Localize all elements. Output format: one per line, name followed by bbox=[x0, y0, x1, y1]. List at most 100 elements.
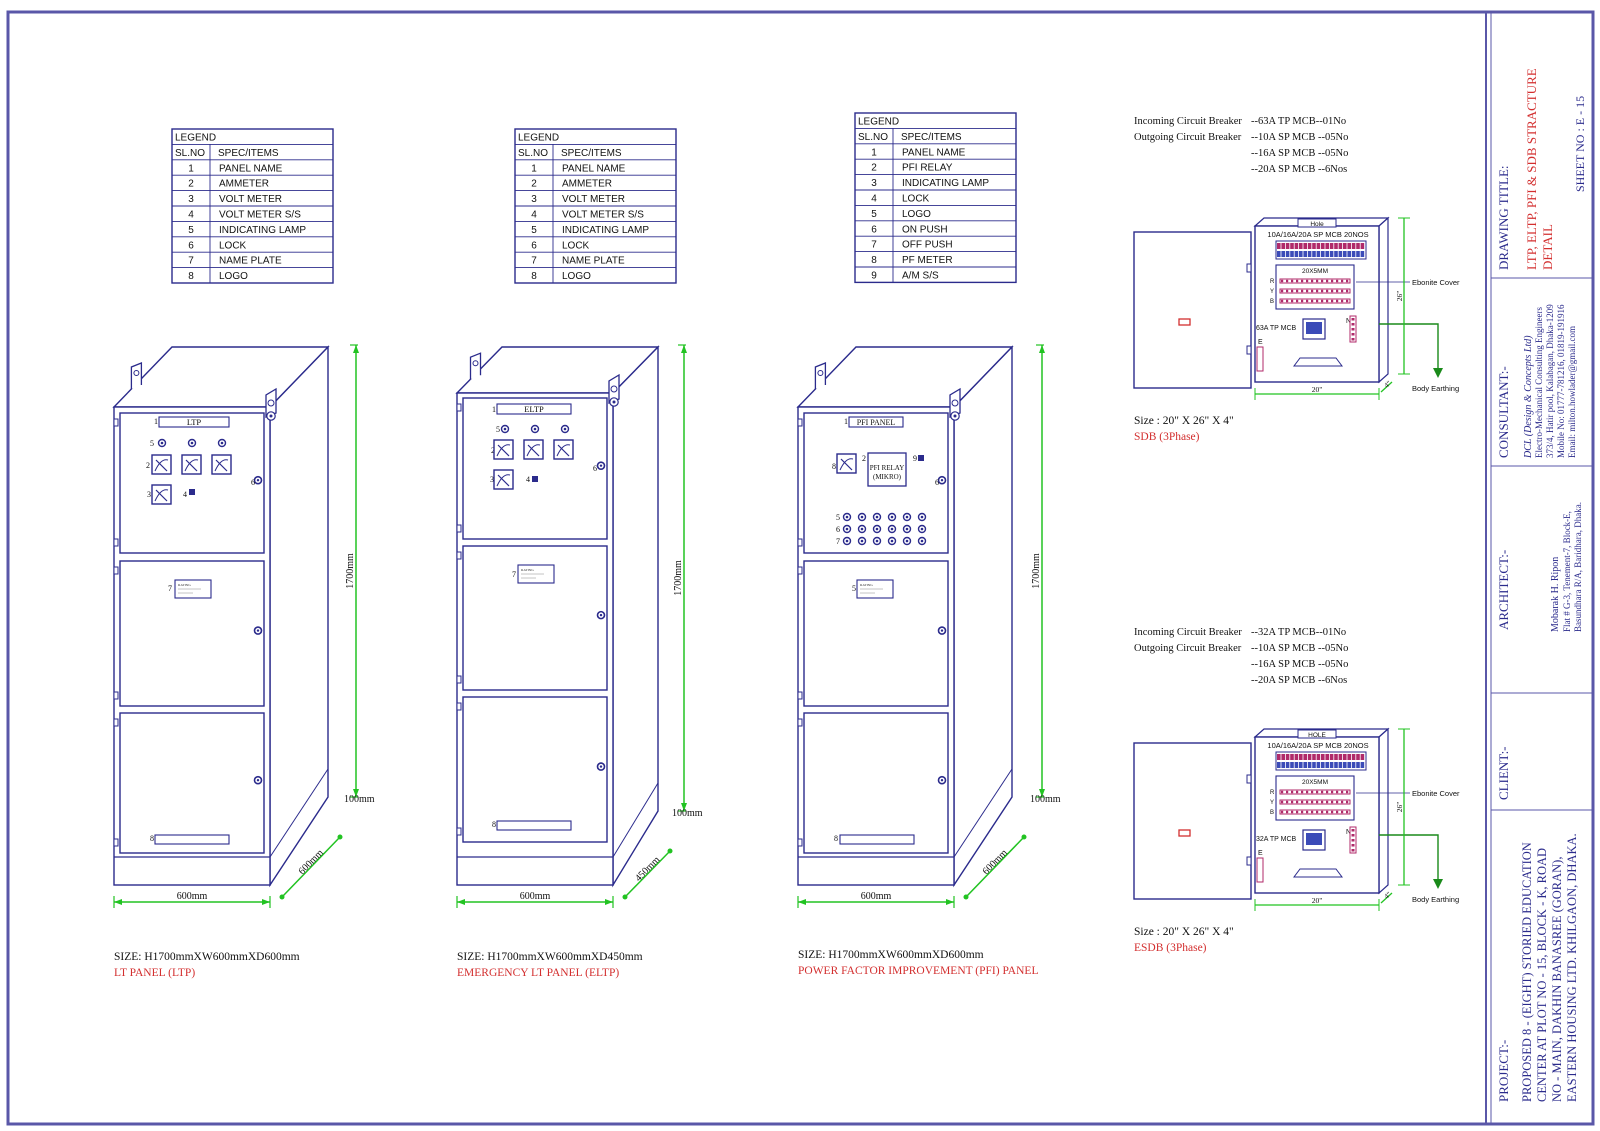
mcb bbox=[1285, 251, 1290, 257]
legend-row-no: 9 bbox=[871, 271, 877, 282]
earth-bar bbox=[1256, 857, 1264, 883]
svg-text:4: 4 bbox=[526, 475, 530, 484]
legend-row-no: 8 bbox=[188, 271, 194, 282]
neutral-label: N bbox=[1346, 829, 1351, 836]
mcb bbox=[1334, 243, 1338, 249]
hinge bbox=[1246, 263, 1252, 273]
mcb bbox=[1325, 762, 1329, 768]
dim-width: 20" bbox=[1312, 896, 1323, 905]
svg-text:5: 5 bbox=[496, 425, 500, 434]
hinge bbox=[456, 524, 462, 533]
logo-plate bbox=[154, 834, 230, 845]
mcb bbox=[1316, 762, 1321, 768]
meter bbox=[553, 439, 574, 460]
mcb bbox=[1312, 762, 1316, 768]
mcb bbox=[1351, 762, 1356, 768]
phase-label: Y bbox=[1270, 800, 1274, 806]
mcb bbox=[1303, 762, 1307, 768]
panel-side bbox=[269, 345, 329, 888]
legend-row-no: 3 bbox=[531, 194, 537, 205]
main-mcb-label: 32A TP MCB bbox=[1256, 836, 1297, 843]
db-title: ESDB (3Phase) bbox=[1134, 942, 1207, 954]
mcb bbox=[1316, 243, 1321, 249]
busbar bbox=[1279, 278, 1351, 284]
legend-row-no: 4 bbox=[531, 210, 537, 221]
eltp-size: SIZE: H1700mmXW600mmXD450mm bbox=[457, 951, 643, 963]
mcb bbox=[1307, 243, 1312, 249]
outgoing-value-2: --16A SP MCB --05No bbox=[1251, 148, 1348, 159]
sheet-border bbox=[6, 10, 1595, 1126]
legend-col-item: SPEC/ITEMS bbox=[218, 148, 279, 159]
mcb bbox=[1303, 243, 1307, 249]
mcb bbox=[1321, 762, 1325, 768]
svg-text:6: 6 bbox=[935, 478, 939, 487]
architect-label: ARCHITECT:- bbox=[1496, 550, 1511, 630]
mcb bbox=[1356, 251, 1360, 257]
dim-depth: 4" bbox=[1383, 890, 1393, 900]
mcb bbox=[1294, 754, 1299, 760]
legend-row-no: 8 bbox=[531, 271, 537, 282]
mcb bbox=[1290, 754, 1294, 760]
legend-row-item: A/M S/S bbox=[902, 271, 939, 282]
earth-label: E bbox=[1258, 850, 1263, 857]
logo-plate bbox=[839, 834, 915, 845]
busbar bbox=[1279, 799, 1351, 805]
svg-text:2: 2 bbox=[146, 461, 150, 470]
mcb bbox=[1281, 243, 1285, 249]
mcb-label: 10A/16A/20A SP MCB 20NOS bbox=[1267, 741, 1368, 750]
busbar-label: 20X5MM bbox=[1302, 268, 1328, 275]
incoming-value: --32A TP MCB--01No bbox=[1251, 627, 1346, 638]
dim-width-label: 600mm bbox=[520, 891, 551, 902]
svg-text:6: 6 bbox=[251, 478, 255, 487]
phase-label: B bbox=[1270, 810, 1274, 816]
mcb bbox=[1316, 251, 1321, 257]
mcb bbox=[1277, 762, 1281, 768]
svg-text:Email: milton.howlader@gmail.c: Email: milton.howlader@gmail.com bbox=[1567, 326, 1577, 458]
legend-row-no: 7 bbox=[871, 240, 877, 251]
phase-label: R bbox=[1270, 279, 1275, 285]
meter bbox=[211, 454, 232, 475]
mcb bbox=[1321, 251, 1325, 257]
legend-row-no: 3 bbox=[871, 178, 877, 189]
ltp-size: SIZE: H1700mmXW600mmXD600mm bbox=[114, 951, 300, 963]
svg-text:373/4, Hatir pool, Kalabagan,: 373/4, Hatir pool, Kalabagan, Dhaka-1209 bbox=[1545, 304, 1555, 458]
svg-text:EASTERN HOUSING LTD. KHILGAON,: EASTERN HOUSING LTD. KHILGAON, DHAKA. bbox=[1565, 833, 1579, 1102]
mcb bbox=[1281, 251, 1285, 257]
dim-height-label: 1700mm bbox=[1031, 553, 1042, 589]
mcb bbox=[1338, 243, 1343, 249]
mcb bbox=[1299, 251, 1303, 257]
db-side bbox=[1378, 727, 1389, 895]
legend-row-item: INDICATING LAMP bbox=[562, 225, 649, 236]
mcb bbox=[1294, 251, 1299, 257]
svg-text:5: 5 bbox=[836, 513, 840, 522]
panel-name: ELTP bbox=[524, 404, 544, 414]
svg-text:2: 2 bbox=[491, 446, 495, 455]
svg-text:LTP, ELTP, PFI & SDB STRACTURE: LTP, ELTP, PFI & SDB STRACTURE bbox=[1524, 68, 1539, 270]
svg-text:5: 5 bbox=[150, 439, 154, 448]
mcb bbox=[1281, 754, 1285, 760]
legend-row-item: PANEL NAME bbox=[219, 163, 283, 174]
ebonite-cover-label: Ebonite Cover bbox=[1412, 278, 1460, 287]
logo-plate bbox=[496, 820, 572, 831]
legend-row-no: 6 bbox=[188, 240, 194, 251]
mcb bbox=[1343, 243, 1347, 249]
hinge bbox=[797, 718, 803, 727]
title-block: PROJECT:- PROPOSED 8 - (EIGHT) STORIED E… bbox=[1485, 12, 1593, 1124]
legend-row-no: 6 bbox=[531, 240, 537, 251]
hinge bbox=[797, 566, 803, 575]
am-switch bbox=[918, 455, 924, 461]
mcb bbox=[1356, 762, 1360, 768]
mcb bbox=[1343, 251, 1347, 257]
svg-text:8: 8 bbox=[492, 820, 496, 829]
legend-header: LEGEND bbox=[518, 133, 559, 144]
meter bbox=[181, 454, 202, 475]
phase-label: B bbox=[1270, 299, 1274, 305]
meter bbox=[493, 439, 514, 460]
pfi-size: SIZE: H1700mmXW600mmXD600mm bbox=[798, 949, 984, 961]
hinge bbox=[456, 403, 462, 412]
svg-text:8: 8 bbox=[832, 462, 836, 471]
mcb bbox=[1307, 762, 1312, 768]
legend-row-item: LOCK bbox=[902, 194, 930, 205]
mcb bbox=[1316, 754, 1321, 760]
